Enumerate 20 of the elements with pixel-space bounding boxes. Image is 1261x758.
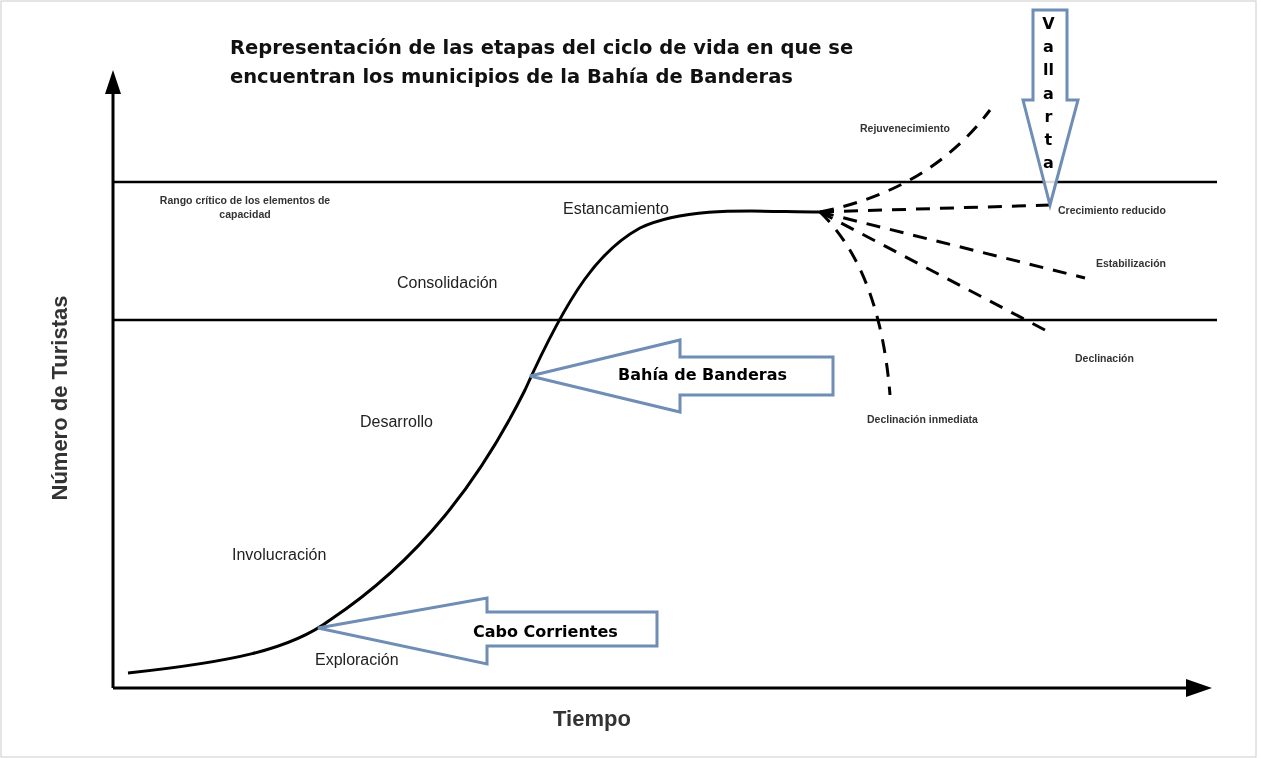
callout-arrow [1020, 8, 1082, 208]
scenario-label: Declinación [1075, 352, 1134, 364]
callout-label: Cabo Corrientes [473, 622, 618, 641]
scenario-label: Crecimiento reducido [1058, 204, 1166, 216]
stage-label: Exploración [315, 651, 399, 669]
callout-arrow [316, 596, 660, 666]
stage-label: Estancamiento [563, 200, 669, 218]
axis-title: Tiempo [553, 706, 631, 732]
stage-label: Involucración [232, 546, 327, 564]
scenario-label: Rejuvenecimiento [860, 122, 950, 134]
axis-title: Número de Turistas [47, 294, 73, 503]
diagram-title: Representación de las etapas del ciclo de vida en que se encuentran los municipios de la Bahía de Banderas [230, 35, 855, 91]
callout-label: Bahía de Banderas [618, 365, 787, 384]
scenario-label: Declinación inmediata [867, 413, 978, 425]
callout-arrow [528, 338, 836, 414]
callout-label: Vallarta [1042, 13, 1055, 175]
threshold-label: Rango crítico de los elementos de capacidad [158, 194, 332, 222]
stage-label: Desarrollo [360, 413, 433, 431]
stage-label: Consolidación [397, 274, 498, 292]
scenario-label: Estabilización [1096, 257, 1167, 269]
